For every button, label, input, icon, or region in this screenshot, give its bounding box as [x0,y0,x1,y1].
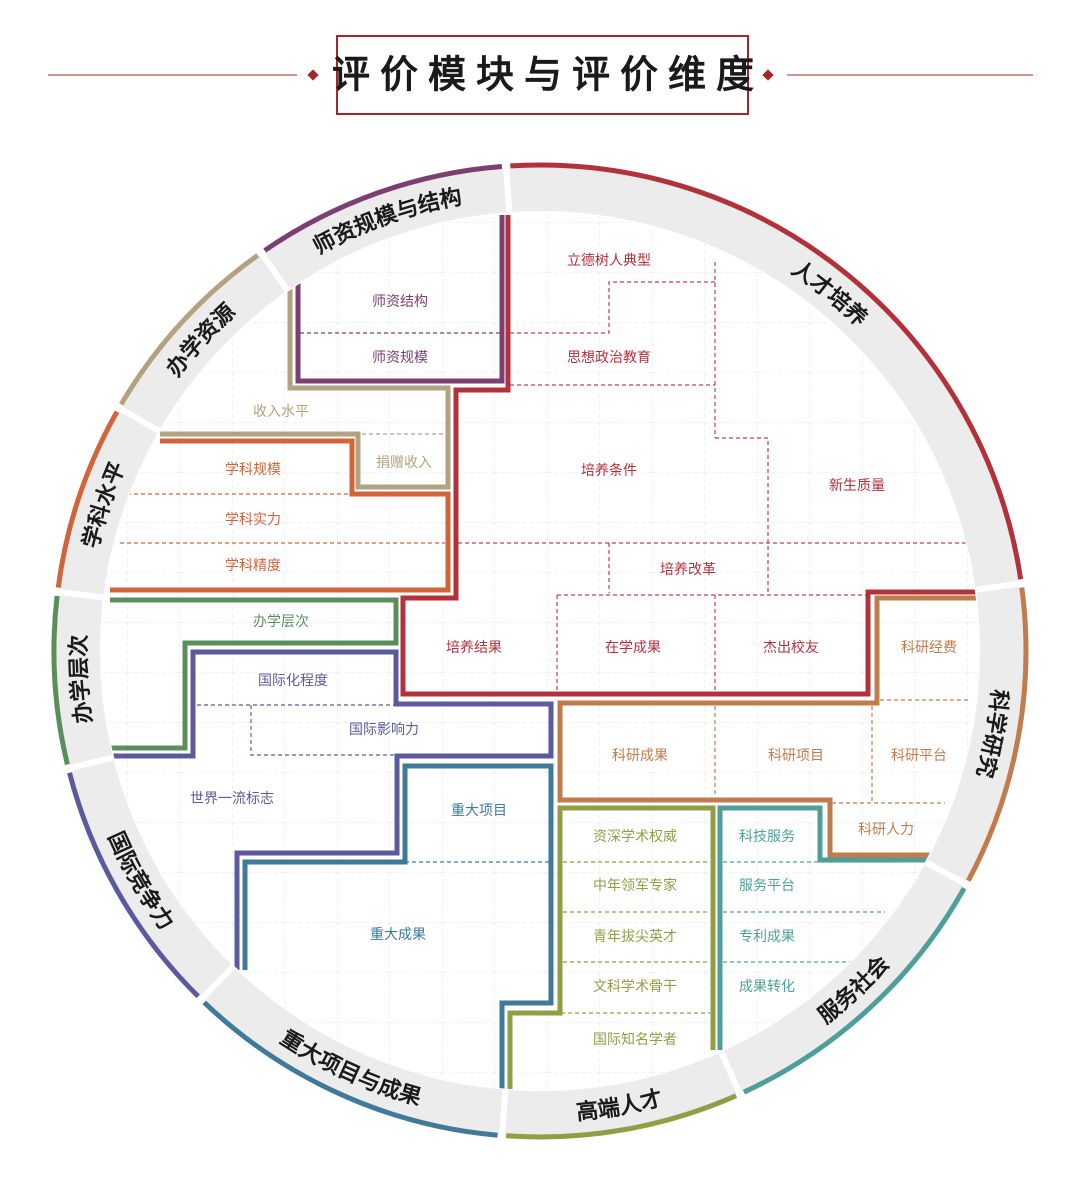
module-ring [56,167,1024,1135]
dimension-label: 办学层次 [253,614,309,630]
ring-divider [716,1047,746,1101]
dimension-label: 培养条件 [581,462,637,479]
title-box [336,35,749,115]
module-arc [966,587,1029,882]
module-arc [263,164,503,253]
outline-keyan [557,595,979,858]
ring-divider [194,961,239,1006]
dimension-label: 科研经费 [901,640,957,656]
diamond-left-icon [307,69,319,81]
outline-gaoduan [507,805,716,1090]
ring-divider [255,246,293,296]
dimension-label: 思想政治教育 [567,350,651,366]
dimension-label: 师资规模 [372,350,428,366]
dimension-label: 国际影响力 [349,722,419,738]
module-arc [67,772,200,999]
dimension-label: 重大成果 [370,927,426,943]
dimension-label: 科研项目 [768,748,824,764]
dimension-label: 培养结果 [446,640,502,656]
dimension-label: 在学成果 [605,640,661,656]
dimension-label: 青年拔尖英才 [593,928,677,945]
ring-divider [112,402,164,436]
dimension-label: 收入水平 [253,404,309,420]
outline-shizi [295,215,505,384]
dimension-label: 学科规模 [225,462,281,478]
ring-divider [61,753,118,773]
dimension-label: 培养改革 [660,562,716,578]
module-arc [202,1000,498,1138]
outline-zhongda [242,763,554,1090]
dimension-label: 国际知名学者 [593,1031,677,1048]
ring-divider [498,1085,509,1142]
outline-rencai [400,215,979,697]
dimension-label: 成果转化 [739,979,795,995]
outline-banxue-cengci [110,597,399,751]
outline-fuwu [717,805,930,1050]
dimension-label: 国际化程度 [258,673,328,689]
dimension-label: 杰出校友 [763,639,819,656]
module-arc [51,595,70,766]
module-outlines [110,215,979,1090]
outline-banxue-ziyuan [160,280,451,490]
module-arc [505,1093,738,1140]
dimension-label: 科技服务 [739,829,795,845]
ring-divider [51,588,108,601]
outline-guoji [110,649,554,970]
dimension-label: 科研成果 [612,748,668,764]
dividers [120,262,979,1014]
dimension-label: 科研人力 [858,822,914,838]
dimension-label: 服务平台 [739,878,795,894]
dimension-label: 学科实力 [225,512,281,528]
dimension-label: 专利成果 [739,929,795,945]
ring-divider [502,159,513,217]
dimension-label: 重大项目 [451,803,507,819]
dimension-label: 新生质量 [829,478,885,494]
page-title: 评价模块与评价维度 [332,53,764,97]
dimension-label: 学科精度 [225,558,281,574]
dimension-label: 文科学术骨干 [593,979,677,995]
dimension-label: 师资结构 [372,294,428,310]
module-arc [742,886,967,1095]
module-arc [510,162,1024,580]
dimension-label: 科研平台 [891,748,947,764]
dimension-label: 立德树人典型 [567,253,651,269]
dimension-label: 资深学术权威 [593,829,677,845]
dimension-label: 捐赠收入 [376,455,432,471]
dimension-labels: 立德树人典型 思想政治教育 师资结构 师资规模 收入水平 捐赠收入 学科规模 学… [190,253,957,1048]
outline-xueke [110,438,451,593]
diamond-right-icon [762,69,774,81]
dimension-label: 中年领军专家 [593,877,677,894]
module-arc [119,253,260,406]
ring-divider [971,579,1028,594]
module-arc [55,410,120,588]
dimension-label: 世界一流标志 [190,791,274,807]
header: 评价模块与评价维度 [48,35,1033,115]
ring-divider [920,857,973,890]
